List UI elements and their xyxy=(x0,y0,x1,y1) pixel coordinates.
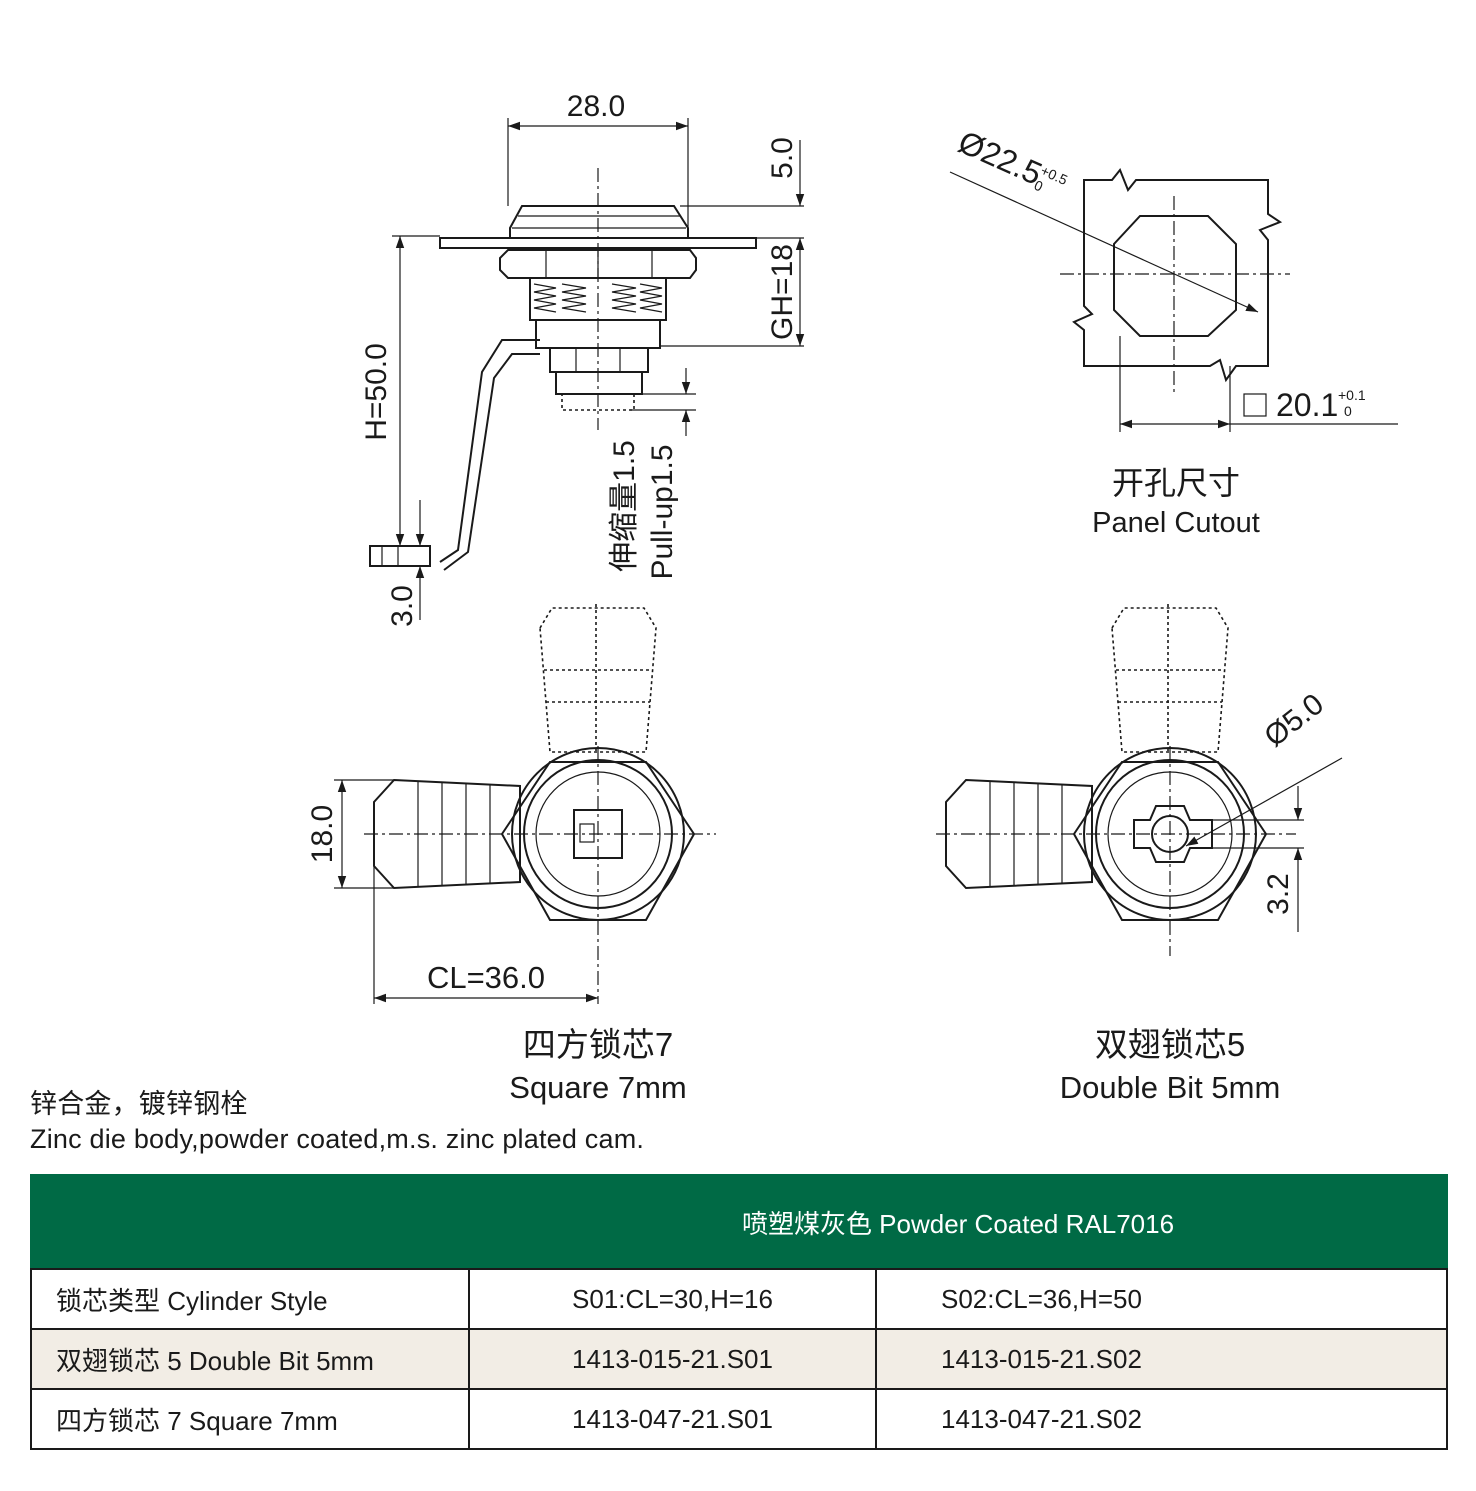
table-header-row: 喷塑煤灰色 Powder Coated RAL7016 xyxy=(30,1174,1448,1270)
technical-drawing: 28.0 5.0 GH=18 H=50.0 3.0 伸缩量1.5 Pull-up… xyxy=(306,90,1398,1105)
double-bit-caption-cn: 双翅锁芯5 xyxy=(1095,1026,1245,1063)
panel-cutout: Ø22.5 +0.5 0 20.1 +0.1 0 开孔尺寸 Panel Cuto… xyxy=(949,124,1398,539)
square-caption-cn: 四方锁芯7 xyxy=(523,1026,673,1063)
table-row: 四方锁芯 7 Square 7mm 1413-047-21.S01 1413-0… xyxy=(30,1388,1448,1450)
cutout-caption-en: Panel Cutout xyxy=(1092,507,1260,539)
dim-width-label: 28.0 xyxy=(567,90,625,123)
side-view: 28.0 5.0 GH=18 H=50.0 3.0 伸缩量1.5 Pull-up… xyxy=(360,90,805,627)
cell-s02: S02:CL=36,H=50 xyxy=(875,1268,1448,1330)
square-view: 18.0 CL=36.0 四方锁芯7 Square 7mm xyxy=(306,604,716,1105)
material-note-en: Zinc die body,powder coated,m.s. zinc pl… xyxy=(30,1124,645,1154)
dim-dia-label: Ø5.0 xyxy=(1258,687,1330,753)
square-caption-en: Square 7mm xyxy=(509,1070,686,1105)
dim-height-label: 18.0 xyxy=(306,805,339,863)
row-label: 四方锁芯 7 Square 7mm xyxy=(30,1388,470,1450)
cell-s01: 1413-047-21.S01 xyxy=(468,1388,877,1450)
dia-main-label: Ø22.5 +0.5 0 xyxy=(953,124,1070,195)
cell-s01: S01:CL=30,H=16 xyxy=(468,1268,877,1330)
double-bit-caption-en: Double Bit 5mm xyxy=(1060,1070,1281,1105)
dim-bit-label: 3.2 xyxy=(1262,873,1295,915)
svg-text:Ø22.5: Ø22.5 xyxy=(953,124,1047,192)
dim-cam-label: 3.0 xyxy=(386,585,419,627)
table-row: 双翅锁芯 5 Double Bit 5mm 1413-015-21.S01 14… xyxy=(30,1328,1448,1390)
dim-cl-label: CL=36.0 xyxy=(427,960,545,995)
dim-top-label: 5.0 xyxy=(766,137,799,179)
pullup-cn-label: 伸缩量1.5 xyxy=(608,440,641,572)
sq-value-label: 20.1 xyxy=(1276,387,1338,423)
cell-s02: 1413-047-21.S02 xyxy=(875,1388,1448,1450)
sq-tol-lower: 0 xyxy=(1344,403,1352,419)
double-bit-view: Ø5.0 3.2 双翅锁芯5 Double Bit 5mm xyxy=(936,604,1343,1105)
cell-s02: 1413-015-21.S02 xyxy=(875,1328,1448,1390)
material-note-cn: 锌合金，镀锌钢栓 xyxy=(30,1089,248,1119)
pullup-en-label: Pull-up1.5 xyxy=(646,444,679,579)
table-header-empty xyxy=(30,1174,470,1270)
square-symbol-icon xyxy=(1243,393,1267,417)
cutout-caption-cn: 开孔尺寸 xyxy=(1112,465,1240,501)
sq-tol-upper: +0.1 xyxy=(1338,387,1366,403)
table-header-finish: 喷塑煤灰色 Powder Coated RAL7016 xyxy=(468,1174,1448,1270)
dim-gh-label: GH=18 xyxy=(766,244,799,340)
table-row: 锁芯类型 Cylinder Style S01:CL=30,H=16 S02:C… xyxy=(30,1268,1448,1330)
row-label: 锁芯类型 Cylinder Style xyxy=(30,1268,470,1330)
row-label: 双翅锁芯 5 Double Bit 5mm xyxy=(30,1328,470,1390)
dim-h-label: H=50.0 xyxy=(360,343,393,441)
spec-table: 喷塑煤灰色 Powder Coated RAL7016 锁芯类型 Cylinde… xyxy=(30,1174,1448,1450)
cell-s01: 1413-015-21.S01 xyxy=(468,1328,877,1390)
